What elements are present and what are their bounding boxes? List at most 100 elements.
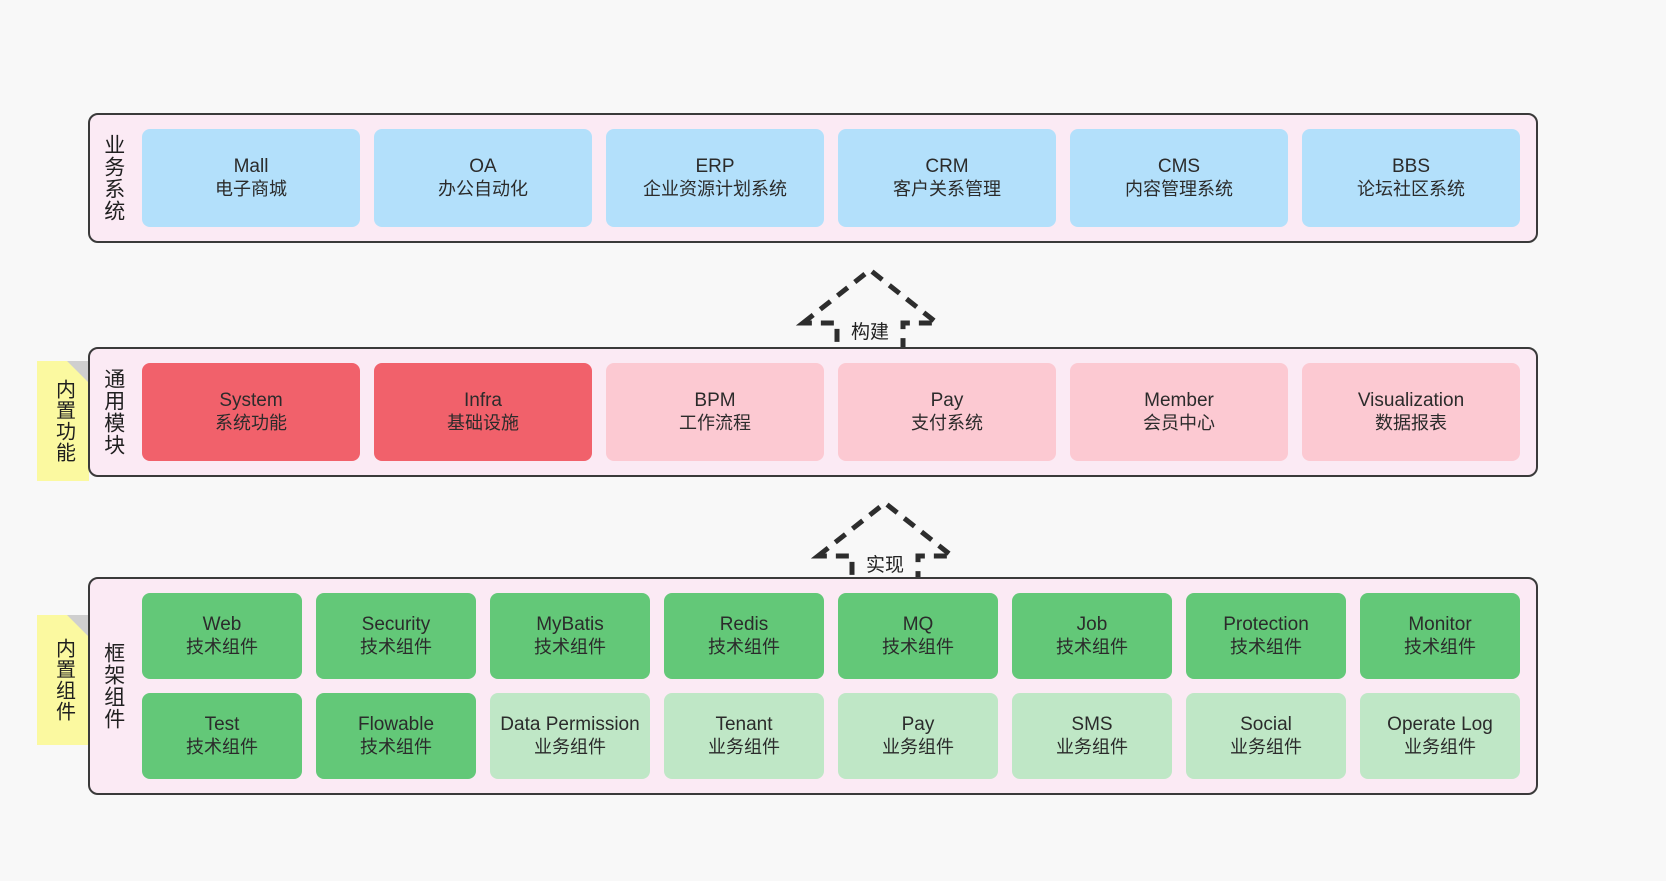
box-subtitle: 业务组件 bbox=[708, 736, 780, 757]
box-grid-business-systems: Mall 电子商城 OA 办公自动化 ERP 企业资源计划系统 CRM 客户关系… bbox=[136, 115, 1536, 241]
box-mq[interactable]: MQ 技术组件 bbox=[838, 593, 998, 679]
box-title: CRM bbox=[925, 156, 969, 178]
section-label-framework-components: 框架组件 bbox=[101, 642, 125, 730]
box-title: CMS bbox=[1157, 156, 1201, 178]
box-sms[interactable]: SMS 业务组件 bbox=[1012, 693, 1172, 779]
box-pay-module[interactable]: Pay 支付系统 bbox=[838, 363, 1056, 461]
box-title: Monitor bbox=[1408, 614, 1472, 636]
box-subtitle: 业务组件 bbox=[1230, 736, 1302, 757]
box-visualization[interactable]: Visualization 数据报表 bbox=[1302, 363, 1520, 461]
box-title: Operate Log bbox=[1387, 714, 1493, 736]
box-security[interactable]: Security 技术组件 bbox=[316, 593, 476, 679]
box-title: Infra bbox=[463, 390, 503, 412]
section-label-common-modules: 通用模块 bbox=[101, 368, 125, 456]
box-title: Security bbox=[361, 614, 431, 636]
note-fold-corner bbox=[67, 361, 89, 383]
box-bpm[interactable]: BPM 工作流程 bbox=[606, 363, 824, 461]
box-operate-log[interactable]: Operate Log 业务组件 bbox=[1360, 693, 1520, 779]
box-subtitle: 系统功能 bbox=[215, 412, 287, 433]
box-title: System bbox=[219, 390, 283, 412]
box-grid-common-modules: System 系统功能 Infra 基础设施 BPM 工作流程 Pay 支付系统… bbox=[136, 349, 1536, 475]
box-subtitle: 办公自动化 bbox=[438, 178, 528, 199]
box-subtitle: 工作流程 bbox=[679, 412, 751, 433]
box-title: Web bbox=[202, 614, 242, 636]
box-subtitle: 技术组件 bbox=[360, 736, 432, 757]
box-title: Member bbox=[1144, 390, 1214, 412]
box-title: OA bbox=[469, 156, 497, 178]
box-subtitle: 技术组件 bbox=[1230, 636, 1302, 657]
box-subtitle: 技术组件 bbox=[1404, 636, 1476, 657]
section-framework-components: 框架组件 Web 技术组件 Security 技术组件 MyBatis 技术组件… bbox=[88, 577, 1538, 795]
box-bbs[interactable]: BBS 论坛社区系统 bbox=[1302, 129, 1520, 227]
box-title: Visualization bbox=[1357, 390, 1465, 412]
box-subtitle: 技术组件 bbox=[1056, 636, 1128, 657]
box-title: Social bbox=[1240, 714, 1292, 736]
section-label-business-systems: 业务系统 bbox=[101, 134, 125, 222]
build-arrow-label: 构建 bbox=[850, 322, 889, 343]
box-subtitle: 技术组件 bbox=[186, 636, 258, 657]
box-crm[interactable]: CRM 客户关系管理 bbox=[838, 129, 1056, 227]
build-arrow: 构建 bbox=[795, 265, 945, 355]
box-title: BPM bbox=[694, 390, 736, 412]
box-title: Pay bbox=[901, 714, 935, 736]
box-title: Job bbox=[1076, 614, 1108, 636]
box-subtitle: 会员中心 bbox=[1143, 412, 1215, 433]
box-title: Mall bbox=[233, 156, 269, 178]
box-infra[interactable]: Infra 基础设施 bbox=[374, 363, 592, 461]
box-subtitle: 论坛社区系统 bbox=[1357, 178, 1465, 199]
box-flowable[interactable]: Flowable 技术组件 bbox=[316, 693, 476, 779]
note-fold-corner bbox=[67, 615, 89, 637]
block-arrow-outline bbox=[810, 499, 960, 587]
box-grid-framework-components: Web 技术组件 Security 技术组件 MyBatis 技术组件 Redi… bbox=[136, 579, 1536, 793]
box-row: System 系统功能 Infra 基础设施 BPM 工作流程 Pay 支付系统… bbox=[142, 363, 1520, 461]
box-subtitle: 业务组件 bbox=[1056, 736, 1128, 757]
box-protection[interactable]: Protection 技术组件 bbox=[1186, 593, 1346, 679]
note-label: 内置组件 bbox=[52, 638, 75, 722]
block-arrow-outline bbox=[795, 266, 945, 354]
box-tenant[interactable]: Tenant 业务组件 bbox=[664, 693, 824, 779]
box-title: Flowable bbox=[357, 714, 435, 736]
box-subtitle: 基础设施 bbox=[447, 412, 519, 433]
box-row: Test 技术组件 Flowable 技术组件 Data Permission … bbox=[142, 693, 1520, 779]
box-title: ERP bbox=[695, 156, 735, 178]
box-job[interactable]: Job 技术组件 bbox=[1012, 593, 1172, 679]
box-social[interactable]: Social 业务组件 bbox=[1186, 693, 1346, 779]
box-cms[interactable]: CMS 内容管理系统 bbox=[1070, 129, 1288, 227]
box-subtitle: 业务组件 bbox=[534, 736, 606, 757]
box-title: MyBatis bbox=[536, 614, 604, 636]
box-web[interactable]: Web 技术组件 bbox=[142, 593, 302, 679]
box-mall[interactable]: Mall 电子商城 bbox=[142, 129, 360, 227]
box-system[interactable]: System 系统功能 bbox=[142, 363, 360, 461]
box-subtitle: 技术组件 bbox=[708, 636, 780, 657]
box-title: BBS bbox=[1391, 156, 1431, 178]
box-pay-component[interactable]: Pay 业务组件 bbox=[838, 693, 998, 779]
box-title: SMS bbox=[1071, 714, 1113, 736]
note-builtin-features: 内置功能 bbox=[37, 361, 89, 481]
section-business-systems: 业务系统 Mall 电子商城 OA 办公自动化 ERP 企业资源计划系统 CRM… bbox=[88, 113, 1538, 243]
box-test[interactable]: Test 技术组件 bbox=[142, 693, 302, 779]
note-label: 内置功能 bbox=[52, 379, 75, 463]
box-subtitle: 内容管理系统 bbox=[1125, 178, 1233, 199]
box-subtitle: 技术组件 bbox=[360, 636, 432, 657]
box-subtitle: 技术组件 bbox=[186, 736, 258, 757]
box-data-permission[interactable]: Data Permission 业务组件 bbox=[490, 693, 650, 779]
box-mybatis[interactable]: MyBatis 技术组件 bbox=[490, 593, 650, 679]
box-row: Web 技术组件 Security 技术组件 MyBatis 技术组件 Redi… bbox=[142, 593, 1520, 679]
implement-arrow: 实现 bbox=[810, 498, 960, 588]
box-row: Mall 电子商城 OA 办公自动化 ERP 企业资源计划系统 CRM 客户关系… bbox=[142, 129, 1520, 227]
box-subtitle: 支付系统 bbox=[911, 412, 983, 433]
box-redis[interactable]: Redis 技术组件 bbox=[664, 593, 824, 679]
box-member[interactable]: Member 会员中心 bbox=[1070, 363, 1288, 461]
box-title: Tenant bbox=[715, 714, 773, 736]
box-subtitle: 技术组件 bbox=[882, 636, 954, 657]
box-monitor[interactable]: Monitor 技术组件 bbox=[1360, 593, 1520, 679]
box-title: MQ bbox=[902, 614, 934, 636]
box-oa[interactable]: OA 办公自动化 bbox=[374, 129, 592, 227]
box-title: Data Permission bbox=[500, 714, 640, 736]
box-subtitle: 企业资源计划系统 bbox=[643, 178, 787, 199]
box-subtitle: 技术组件 bbox=[534, 636, 606, 657]
box-erp[interactable]: ERP 企业资源计划系统 bbox=[606, 129, 824, 227]
note-builtin-components: 内置组件 bbox=[37, 615, 89, 745]
box-subtitle: 数据报表 bbox=[1375, 412, 1447, 433]
